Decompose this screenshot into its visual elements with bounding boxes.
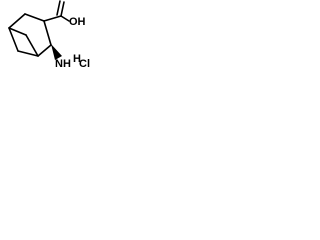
bond-c3-ccooh (43, 15, 62, 22)
structural-formula: OH NH H Cl (8, 0, 90, 70)
carboxyl-group (43, 0, 70, 22)
carbonyl-bond-2 (56, 0, 61, 16)
bond-c2-c3 (24, 13, 45, 22)
bridge-bond-a (8, 27, 27, 36)
bond-c1-c2 (8, 13, 26, 29)
bicyclic-frame (8, 13, 52, 57)
bond-c-oh (60, 15, 70, 22)
salt-hydrogen-label: H (73, 53, 81, 65)
bond-c4-c3 (43, 20, 52, 46)
hydroxyl-label: OH (69, 16, 86, 28)
amine-label: NH (55, 58, 71, 70)
wedge-bond-amine (51, 44, 62, 60)
bond-c6-c5 (17, 50, 39, 57)
bond-c1-c6 (8, 27, 19, 52)
bridge-bond-b (25, 34, 39, 57)
carbonyl-bond-1 (60, 1, 65, 17)
bond-c5-c4 (37, 44, 52, 57)
chloride-label: Cl (79, 58, 90, 70)
